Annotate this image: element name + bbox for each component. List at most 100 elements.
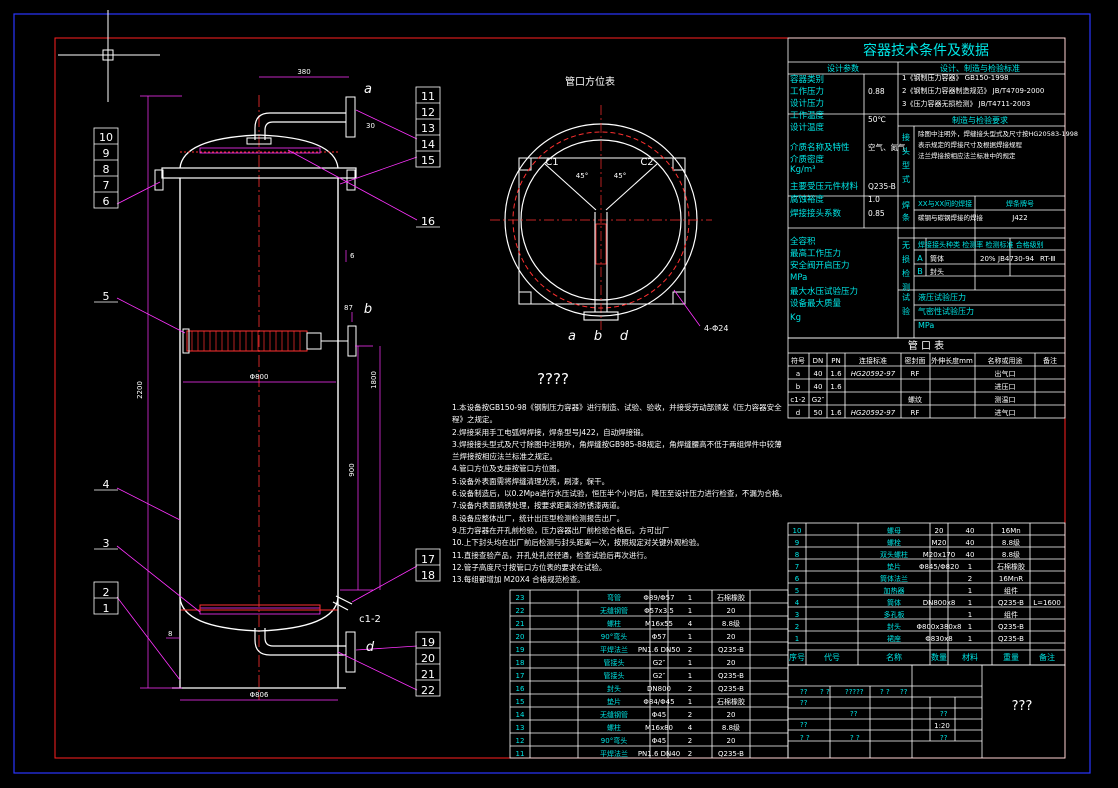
balloon-left: 1 xyxy=(103,602,110,615)
bom-upper-cell: 双头螺柱 xyxy=(880,550,908,559)
bom-lower-cell: 石棉橡胶 xyxy=(717,697,745,706)
note-line: 9.压力容器在开孔前检验，压力容器出厂前检验合格后。方可出厂 xyxy=(452,525,670,535)
bom-lower-cell: Q235-B xyxy=(718,685,744,693)
param-label: 主要受压元件材料 xyxy=(790,181,859,192)
bom-upper-cell: 20 xyxy=(935,527,944,535)
ndt-row: RT-Ⅲ xyxy=(1040,255,1056,263)
param-label: 最大水压试验压力 xyxy=(790,286,858,297)
param-label: MPa xyxy=(790,273,807,283)
param-label: 腐蚀裕度 xyxy=(790,194,825,205)
note-line: 7.设备内表面搞锈处理，按要求距离涂防锈漆两道。 xyxy=(452,501,625,511)
technical-notes: 1.本设备按GB150-98《钢制压力容器》进行制造、试验、验收，并接受劳动部颁… xyxy=(452,402,782,586)
bom-upper-cell: 16MnR xyxy=(999,575,1023,583)
title-mark: ?? xyxy=(850,710,858,718)
note-line: 4.管口方位及支座按管口方位图。 xyxy=(452,464,565,474)
nozzle-a-letter: a xyxy=(364,82,372,97)
balloon-right: 15 xyxy=(421,154,435,167)
bom-lower-cell: 13 xyxy=(516,724,525,732)
bom-upper-grid xyxy=(787,522,1066,666)
test-row: 气密性试验压力 xyxy=(918,306,974,316)
joint-type-label: 式 xyxy=(902,174,910,184)
bom-head: 名称 xyxy=(886,652,902,662)
dim-label: 30 xyxy=(366,122,375,130)
weld-row: 焊条牌号 xyxy=(1006,199,1034,208)
param-label: Kg xyxy=(790,313,801,323)
note-line: 2.焊接采用手工电弧焊焊接，焊条型号J422，自动焊接锻。 xyxy=(452,427,649,437)
bom-lower-cell: 19 xyxy=(516,646,525,654)
nozzle-c1-label: C1 xyxy=(545,157,558,168)
bom-upper-cell: 40 xyxy=(966,527,975,535)
bom-lower-cell: 21 xyxy=(516,620,525,628)
balloon-right: 21 xyxy=(421,668,435,681)
nozzle-a-label: a xyxy=(568,329,576,344)
note-line: 12.管子高度尺寸按管口方位表的要求在试验。 xyxy=(452,562,607,572)
nozzle-d-label: d xyxy=(620,329,629,344)
bom-lower-cell: 20 xyxy=(727,659,736,667)
bom-upper-cell: 加热器 xyxy=(884,586,905,595)
balloon-right: 14 xyxy=(421,138,435,151)
param-label: 介质密度 xyxy=(790,154,825,165)
dim-label: Φ800 xyxy=(250,373,269,381)
bom-upper-cell: 1 xyxy=(968,587,972,595)
bom-upper-cell: M20 xyxy=(932,539,947,547)
balloon-right: 20 xyxy=(421,652,435,665)
bom-upper-cell: 石棉橡胶 xyxy=(997,562,1025,571)
pipe-cell: 螺纹 xyxy=(908,395,922,404)
title-corner-grid xyxy=(787,664,1066,759)
param-value: 空气、氮气 xyxy=(868,142,906,152)
balloon-left: 5 xyxy=(103,290,110,303)
bom-lower-cell: 8.8级 xyxy=(722,723,740,732)
bom-upper-cell: 1 xyxy=(968,563,972,571)
pipe-cell: c1-2 xyxy=(790,396,805,404)
pipe-cell: b xyxy=(796,383,801,391)
bom-upper-cell: 8.8级 xyxy=(1002,550,1020,559)
balloon-right: 16 xyxy=(421,215,435,228)
bom-upper-cell: Φ830x8 xyxy=(925,635,952,643)
ndt-row: 20% xyxy=(980,255,996,263)
bom-lower-cell: 螺柱 xyxy=(607,723,621,732)
bom-upper-cell: Q235-B xyxy=(998,599,1024,607)
note-line: 程》之规定。 xyxy=(452,415,497,425)
bom-lower-cell: 12 xyxy=(516,737,525,745)
ndt-row: B xyxy=(917,267,923,276)
nozzle-orientation-view xyxy=(490,105,712,330)
bom-upper-cell: 2 xyxy=(795,623,799,631)
pipe-cell: G2″ xyxy=(812,396,825,404)
bom-lower-cell: 23 xyxy=(516,594,525,602)
joint-type-label: 型 xyxy=(902,161,910,170)
bom-upper-cell: 1 xyxy=(968,623,972,631)
bom-lower-cell: 20 xyxy=(727,607,736,615)
bom-lower-cell: Φ45 xyxy=(652,711,666,719)
param-value: 0.88 xyxy=(868,87,885,96)
param-value: 1.0 xyxy=(868,195,880,204)
bom-upper-cell: 裙座 xyxy=(887,634,901,643)
bom-lower-cell: 1 xyxy=(688,594,692,602)
bom-lower-cell: 螺柱 xyxy=(607,619,621,628)
bom-upper-cell: M20x170 xyxy=(923,551,955,559)
bom-lower-cell: 22 xyxy=(516,607,525,615)
bom-upper-cell: 4 xyxy=(795,599,800,607)
note-line: 13.每组都增加 M20X4 合格规范检查。 xyxy=(452,575,585,585)
bom-upper-cell: L=1600 xyxy=(1033,599,1061,607)
param-label: 容器类别 xyxy=(790,74,824,85)
param-label: Kg/m³ xyxy=(790,165,816,175)
param-label: 设计压力 xyxy=(790,98,824,109)
nozzle-c-letter: c1-2 xyxy=(359,614,381,625)
balloon-right: 19 xyxy=(421,636,435,649)
dim-label: Φ806 xyxy=(250,691,269,699)
bom-upper-cell: 10 xyxy=(793,527,802,535)
pipe-cell: 40 xyxy=(814,370,823,378)
title-mark: ?? xyxy=(940,734,948,742)
bom-upper-cell: 2 xyxy=(968,575,972,583)
test-label: 验 xyxy=(902,306,910,316)
bom-lower-cell: 20 xyxy=(727,711,736,719)
pipe-cell: 进气口 xyxy=(995,408,1016,417)
pipe-head: 符号 xyxy=(791,356,805,365)
nozzle-b-letter: b xyxy=(364,302,372,317)
ndt-row: 封头 xyxy=(930,267,944,276)
weld-row: J422 xyxy=(1011,214,1027,222)
joint-type-label: 接 xyxy=(902,132,910,142)
bom-upper-cell: 筒体法兰 xyxy=(880,574,908,583)
outer-frame xyxy=(13,13,1091,774)
pipe-head: 密封面 xyxy=(905,356,926,365)
